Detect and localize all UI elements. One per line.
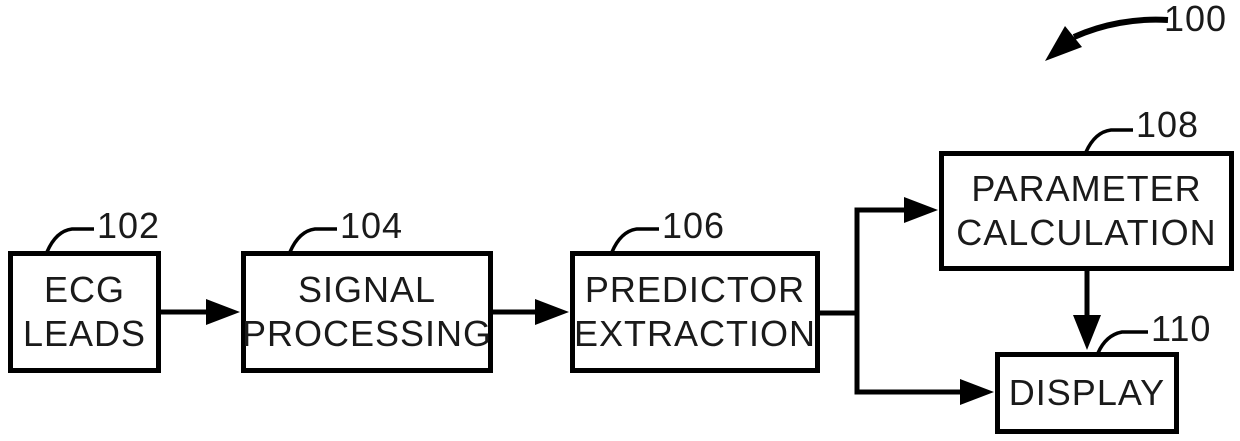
edge-106-to-110 — [854, 379, 994, 405]
leader-line-102 — [45, 227, 94, 253]
leader-line-108 — [1084, 128, 1133, 153]
arrowhead-right-icon — [535, 299, 569, 325]
edge-102-to-104 — [160, 299, 240, 325]
block-predictor-extraction: PREDICTOR EXTRACTION — [570, 251, 820, 373]
ref-label-106: 106 — [662, 205, 726, 246]
block-ecg-leads: ECG LEADS — [8, 251, 161, 373]
block-parameter-calculation: PARAMETER CALCULATION — [939, 151, 1234, 271]
block-label-line: CALCULATION — [956, 212, 1217, 253]
leader-line-110 — [1096, 330, 1148, 354]
edge-106-to-108 — [854, 197, 938, 223]
block-label-line: PROCESSING — [241, 313, 493, 354]
block-label-line: SIGNAL — [297, 269, 437, 310]
edge-106-branch-trunk — [818, 210, 860, 392]
arrowhead-right-icon — [904, 197, 938, 223]
edge-108-to-110 — [1073, 270, 1101, 350]
ref-label-102: 102 — [97, 205, 161, 246]
leader-line-104 — [288, 227, 337, 253]
block-label-line: PREDICTOR — [584, 269, 806, 310]
block-label-line: ECG — [43, 269, 125, 310]
block-display: DISPLAY — [995, 352, 1179, 434]
ref-label-104: 104 — [340, 205, 404, 246]
block-label-line: PARAMETER — [971, 168, 1202, 209]
figure-reference-arrow-100 — [1045, 16, 1169, 61]
ref-label-110: 110 — [1151, 308, 1212, 349]
block-label-line: LEADS — [22, 313, 147, 354]
ref-label-100: 100 — [1164, 0, 1228, 39]
ref-label-108: 108 — [1136, 104, 1200, 145]
block-signal-processing: SIGNAL PROCESSING — [241, 251, 493, 373]
arrowhead-right-icon — [206, 299, 240, 325]
leader-line-106 — [610, 227, 659, 253]
edge-104-to-106 — [492, 299, 569, 325]
arrowhead-right-icon — [960, 379, 994, 405]
arrowhead-down-left-icon — [1045, 26, 1082, 61]
block-label-line: EXTRACTION — [574, 313, 817, 354]
arrowhead-down-icon — [1073, 315, 1101, 350]
block-label-line: DISPLAY — [1008, 372, 1166, 413]
